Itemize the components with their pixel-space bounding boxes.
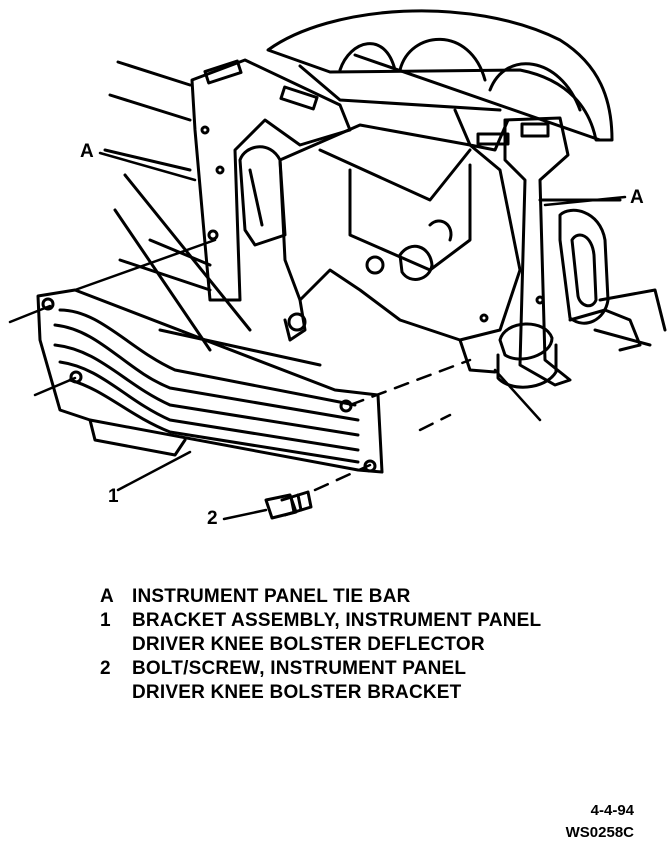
figure-code: WS0258C <box>565 824 634 841</box>
legend-key: A <box>100 586 114 607</box>
figure-date: 4-4-94 <box>590 802 634 819</box>
figure-footer: 4-4-94 WS0258C <box>566 800 634 844</box>
legend-item: 1 BRACKET ASSEMBLY, INSTRUMENT PANEL DRI… <box>100 609 660 657</box>
center-support-bracket <box>278 108 522 342</box>
bolt-screw <box>264 490 313 520</box>
tie-bar-left-support <box>190 58 352 302</box>
legend-label: BRACKET ASSEMBLY, INSTRUMENT PANEL <box>132 610 542 631</box>
knee-bolster-deflector-bracket <box>36 288 384 474</box>
exploded-view-drawing <box>8 9 667 521</box>
callout-a-right: A <box>630 187 644 208</box>
alignment-lines <box>313 358 472 492</box>
legend-item: A INSTRUMENT PANEL TIE BAR <box>100 585 660 609</box>
legend-label-continued: DRIVER KNEE BOLSTER DEFLECTOR <box>132 634 485 655</box>
tie-bar-right-support <box>458 116 667 389</box>
legend-item: 2 BOLT/SCREW, INSTRUMENT PANEL DRIVER KN… <box>100 657 660 705</box>
legend-label-continued: DRIVER KNEE BOLSTER BRACKET <box>132 682 462 703</box>
legend-label: INSTRUMENT PANEL TIE BAR <box>132 586 411 607</box>
leader-lines <box>8 151 627 521</box>
callout-2: 2 <box>207 508 218 529</box>
callout-a-left: A <box>80 141 94 162</box>
legend: A INSTRUMENT PANEL TIE BAR 1 BRACKET ASS… <box>100 585 660 705</box>
legend-label: BOLT/SCREW, INSTRUMENT PANEL <box>132 658 467 679</box>
callout-1: 1 <box>108 486 119 507</box>
background-structure-lines <box>103 60 622 367</box>
legend-key: 2 <box>100 658 111 679</box>
legend-key: 1 <box>100 610 111 631</box>
instrument-cluster-hood <box>266 9 614 142</box>
